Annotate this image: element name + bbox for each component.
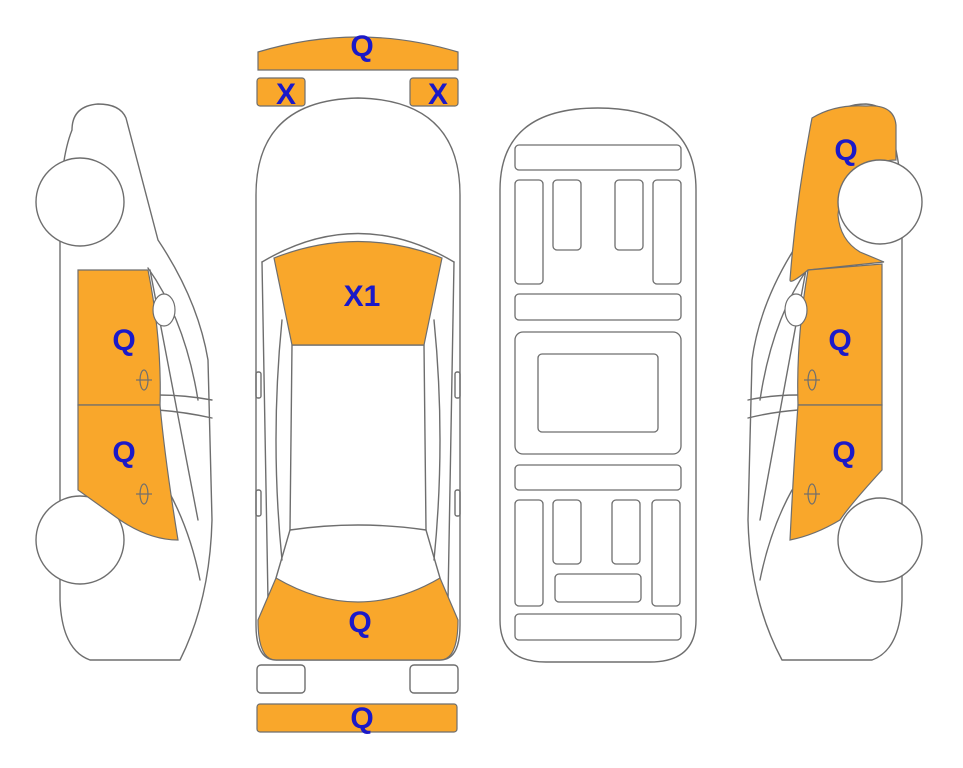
car-top-view (255, 97, 461, 661)
left-front-door-part[interactable]: Q (77, 269, 176, 406)
left-front-wheel[interactable] (35, 157, 125, 247)
left-rear-door-code: Q (112, 436, 135, 469)
rear-window-part[interactable]: Q (257, 577, 459, 661)
floor-plan-view (499, 107, 697, 663)
right-front-fender-code: Q (834, 134, 857, 167)
left-mirror-part[interactable]: X (256, 77, 306, 111)
rear-left-light-part[interactable] (256, 664, 306, 694)
right-mirror-code: X (428, 78, 448, 111)
right-rear-door-code: Q (832, 436, 855, 469)
right-rear-door-part[interactable]: Q (789, 404, 883, 541)
right-front-door-code: Q (828, 324, 851, 357)
left-mirror-code: X (276, 78, 296, 111)
right-front-fender-part[interactable]: Q (789, 105, 897, 282)
rear-window-code: Q (348, 606, 371, 639)
right-rear-wheel[interactable] (837, 497, 923, 583)
rear-right-light-part[interactable] (409, 664, 459, 694)
rear-bumper-part[interactable]: Q (256, 702, 458, 735)
front-bumper-code: Q (350, 30, 373, 63)
windshield-part[interactable]: X1 (273, 240, 443, 346)
car-left-side-view (59, 103, 213, 661)
right-front-door-part[interactable]: Q (784, 263, 883, 406)
left-rear-door-part[interactable]: Q (77, 404, 179, 541)
windshield-code: X1 (344, 280, 381, 313)
right-mirror-part[interactable]: X (409, 77, 459, 111)
front-bumper-part[interactable]: Q (257, 30, 459, 71)
left-rear-wheel[interactable] (35, 495, 125, 585)
left-front-door-code: Q (112, 324, 135, 357)
right-front-wheel[interactable] (837, 159, 923, 245)
rear-bumper-code: Q (350, 702, 373, 735)
